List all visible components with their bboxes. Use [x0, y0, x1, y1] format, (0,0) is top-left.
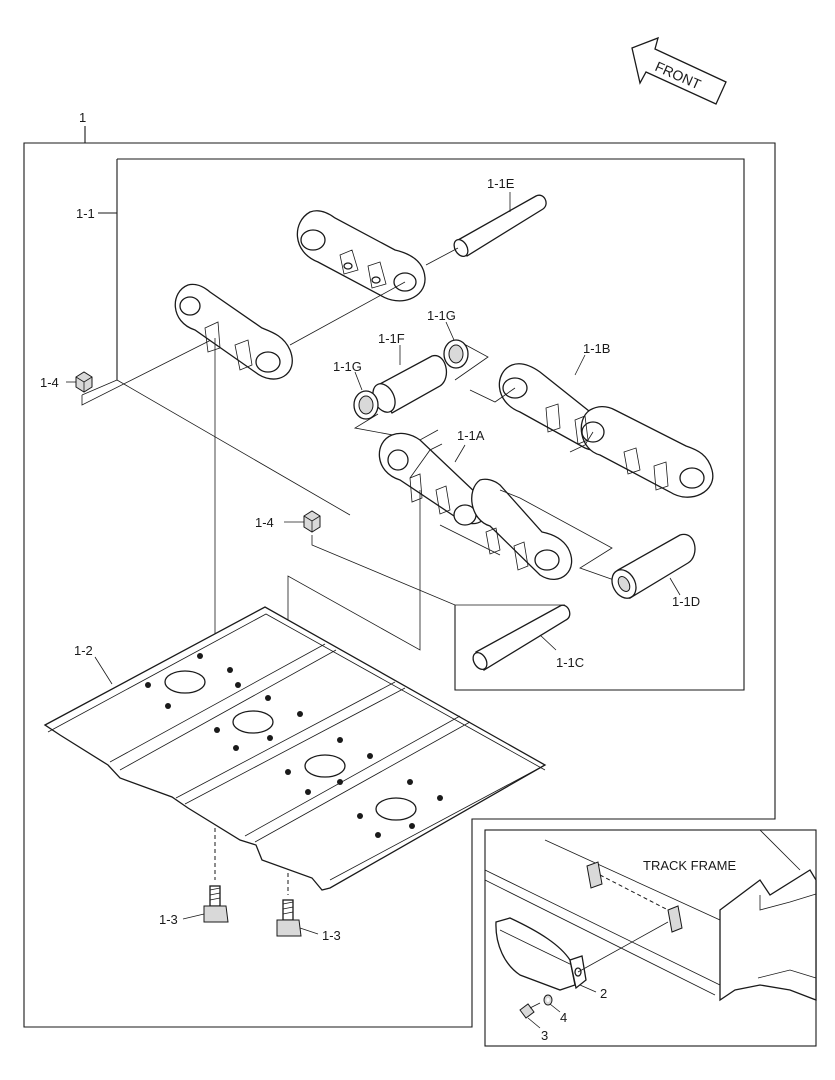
callout-seal-1g-upper: 1-1G — [427, 308, 456, 323]
inset-bolt — [519, 1002, 541, 1019]
front-arrow-icon: FRONT — [631, 36, 727, 105]
pin-1e — [453, 194, 547, 258]
callout-nut-lower: 1-4 — [255, 515, 274, 530]
seal-1g-upper — [443, 339, 469, 369]
track-link-1a — [378, 432, 573, 581]
callout-link-1a: 1-1A — [457, 428, 485, 443]
bushing-1f — [372, 355, 448, 414]
assembly-frame — [23, 142, 776, 1028]
nut-lower — [303, 510, 321, 533]
bolt-left — [203, 885, 229, 923]
inset-title: TRACK FRAME — [643, 858, 737, 873]
nut-upper — [75, 371, 93, 393]
callout-assembly: 1 — [79, 110, 86, 125]
callout-pin-1c: 1-1C — [556, 655, 584, 670]
callout-pin-1e: 1-1E — [487, 176, 515, 191]
seal-1g-lower — [353, 390, 379, 420]
callout-shoe: 1-2 — [74, 643, 93, 658]
track-frame-inset: TRACK FRAME 2 4 3 — [484, 829, 817, 1047]
callout-link-assembly: 1-1 — [76, 206, 95, 221]
track-link-upper — [296, 210, 426, 302]
callout-seal-1g-lower: 1-1G — [333, 359, 362, 374]
pin-1c — [472, 604, 571, 671]
callout-inset-guard: 2 — [600, 986, 607, 1001]
shoe-bolt-holes — [145, 653, 443, 838]
track-link-left — [174, 283, 293, 380]
callout-bolt-right: 1-3 — [322, 928, 341, 943]
callout-bushing-1d: 1-1D — [672, 594, 700, 609]
link-assembly-frame — [116, 158, 745, 691]
callout-bushing-1f: 1-1F — [378, 331, 405, 346]
inset-washer — [543, 994, 553, 1006]
callout-inset-washer: 4 — [560, 1010, 567, 1025]
callout-inset-bolt: 3 — [541, 1028, 548, 1043]
track-link-1b — [498, 363, 714, 498]
callout-nut-upper: 1-4 — [40, 375, 59, 390]
callout-bolt-left: 1-3 — [159, 912, 178, 927]
callout-link-1b: 1-1B — [583, 341, 610, 356]
track-shoe — [43, 606, 547, 891]
bushing-1d — [611, 533, 696, 599]
bolt-right — [276, 899, 302, 937]
inset-guard — [495, 917, 587, 991]
